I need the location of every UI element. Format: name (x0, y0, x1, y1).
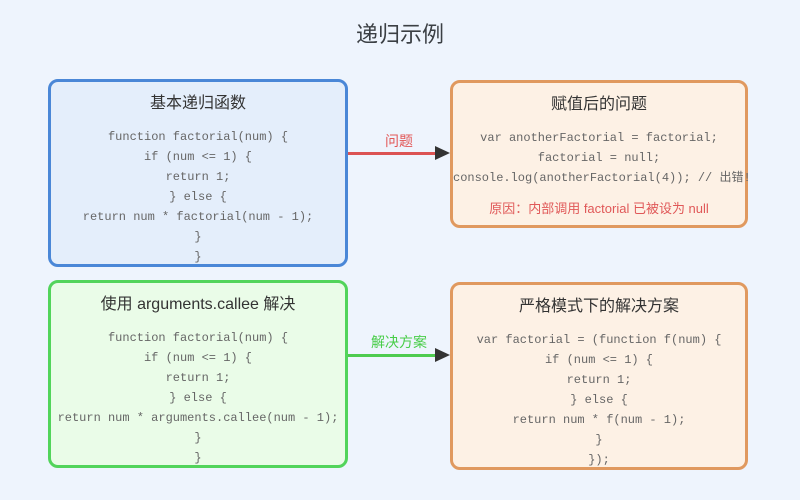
edge-solution-line (348, 354, 437, 357)
code-line: function factorial(num) { (107, 130, 289, 144)
node-callee-title: 使用 arguments.callee 解决 (100, 296, 296, 313)
node-basic-recursion: 基本递归函数 function factorial(num) { if (num … (48, 79, 348, 267)
code-line: var factorial = (function f(num) { (476, 333, 722, 347)
code-line: if (num <= 1) { (544, 353, 654, 367)
node-strict-solution: 严格模式下的解决方案 var factorial = (function f(n… (450, 282, 748, 470)
code-line: }); (588, 453, 610, 467)
node-strict-title: 严格模式下的解决方案 (518, 298, 679, 315)
code-line: return 1; (566, 373, 632, 387)
code-line: return 1; (165, 170, 231, 184)
edge-problem-line (348, 152, 437, 155)
code-line: return num * arguments.callee(num - 1); (57, 411, 339, 425)
code-line: } (194, 451, 202, 465)
edge-problem-label: 问题 (385, 133, 413, 149)
edge-solution-arrowhead-icon (435, 348, 450, 362)
code-line: var anotherFactorial = factorial; (480, 131, 718, 145)
code-line: } else { (169, 391, 227, 405)
edge-problem-arrowhead-icon (435, 146, 450, 160)
code-line: } (595, 433, 603, 447)
code-line: } else { (169, 190, 227, 204)
node-basic-code: function factorial(num) { if (num <= 1) {… (51, 127, 345, 267)
node-problem-title: 赋值后的问题 (550, 96, 647, 113)
node-callee-solution: 使用 arguments.callee 解决 function factoria… (48, 280, 348, 468)
node-problem-note: 原因：内部调用 factorial 已被设为 null (489, 201, 709, 216)
code-line: return num * f(num - 1); (512, 413, 686, 427)
code-line: function factorial(num) { (107, 331, 289, 345)
code-line: } else { (570, 393, 628, 407)
code-line: factorial = null; (537, 151, 661, 165)
node-basic-title: 基本递归函数 (149, 95, 246, 112)
code-line: return num * factorial(num - 1); (82, 210, 314, 224)
node-callee-code: function factorial(num) { if (num <= 1) {… (51, 328, 345, 468)
code-line: } (194, 431, 202, 445)
code-line: if (num <= 1) { (143, 351, 253, 365)
edge-solution-label: 解决方案 (371, 334, 427, 350)
code-line: console.log(anotherFactorial(4)); // 出错! (453, 171, 751, 185)
code-line: } (194, 250, 202, 264)
node-assignment-problem: 赋值后的问题 var anotherFactorial = factorial;… (450, 80, 751, 228)
code-line: if (num <= 1) { (143, 150, 253, 164)
node-strict-code: var factorial = (function f(num) { if (nu… (453, 330, 745, 470)
diagram-title: 递归示例 (355, 22, 444, 47)
code-line: return 1; (165, 371, 231, 385)
code-line: } (194, 230, 202, 244)
node-problem-code: var anotherFactorial = factorial; factori… (453, 128, 751, 188)
